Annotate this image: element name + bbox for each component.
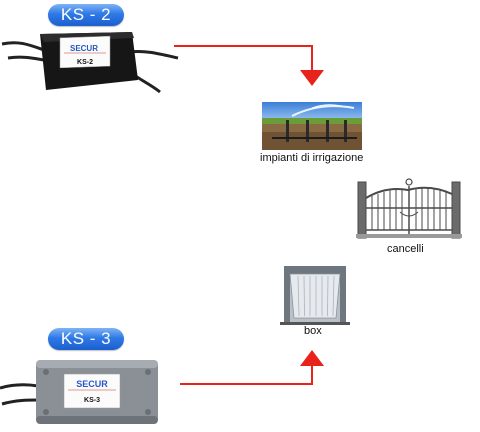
ks3-arrow (180, 350, 324, 385)
ks3-model: KS-3 (84, 397, 100, 404)
ks2-arrow (174, 45, 324, 86)
irrigation-caption: impianti di irrigazione (260, 152, 364, 164)
irrigation-image (262, 102, 362, 150)
gate-image (356, 178, 462, 239)
ks2-model: KS-2 (77, 59, 93, 66)
garage-door-image (280, 266, 350, 325)
ks2-pill: KS - 2 (48, 4, 124, 26)
ks2-device: SECUR KS-2 (1, 32, 179, 94)
ks3-device: SECUR KS-3 (0, 360, 158, 424)
ks2-brand: SECUR (70, 44, 98, 53)
ks3-brand: SECUR (76, 379, 108, 389)
garage-caption: box (304, 325, 322, 337)
gate-caption: cancelli (387, 243, 424, 255)
ks3-pill: KS - 3 (48, 328, 124, 350)
